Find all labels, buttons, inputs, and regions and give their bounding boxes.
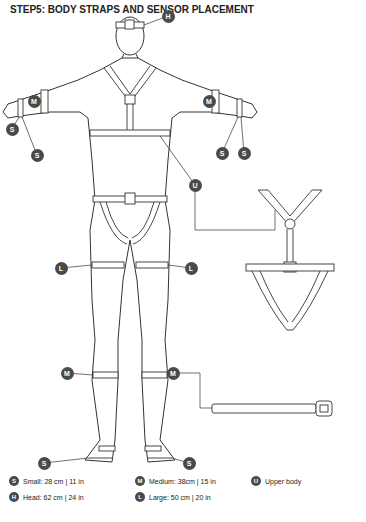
legend-text: Medium: 38cm | 15 in [149, 478, 216, 485]
callout-letter: L [189, 265, 193, 272]
legend-letter: H [12, 494, 16, 500]
legend-text: Head: 62 cm | 24 in [23, 494, 84, 501]
callout-circle: H [162, 10, 175, 23]
callout-letter: L [59, 265, 63, 272]
legend-letter: L [138, 494, 142, 500]
body-figure [3, 17, 257, 462]
callout-letter: S [10, 126, 15, 133]
callout-letter: M [170, 370, 176, 377]
legend-swatch: H [9, 492, 19, 502]
title: STEP5: BODY STRAPS AND SENSOR PLACEMENT [10, 4, 254, 15]
callout-circle: U [189, 179, 202, 192]
callout-circle: L [185, 262, 198, 275]
legend-swatch: M [135, 476, 145, 486]
callout-letter: S [242, 150, 247, 157]
legend-text: Small: 28 cm | 11 in [23, 478, 84, 485]
callout-letter: M [206, 98, 212, 105]
callout-circle: S [31, 149, 44, 162]
callout-letter: M [64, 370, 70, 377]
callout-circle: S [38, 457, 51, 470]
callout-circle: S [6, 123, 19, 136]
callout-letter: S [42, 460, 47, 467]
callout-circle: L [55, 262, 68, 275]
callout-circle: M [28, 95, 41, 108]
strap-detail [212, 401, 332, 416]
callout-circle: M [61, 367, 74, 380]
legend-swatch: U [251, 476, 261, 486]
callout-letter: S [35, 152, 40, 159]
callout-circle: S [238, 147, 251, 160]
callout-letter: S [187, 460, 192, 467]
callout-circle: S [183, 457, 196, 470]
callout-circle: M [203, 95, 216, 108]
legend-letter: S [12, 478, 16, 484]
callout-circle: S [216, 147, 229, 160]
callout-letter: S [220, 150, 225, 157]
harness-detail [246, 190, 334, 330]
callout-letter: H [165, 13, 170, 20]
legend-swatch: L [135, 492, 145, 502]
callout-letter: U [192, 182, 197, 189]
legend-letter: M [138, 478, 143, 484]
callout-circle: M [167, 367, 180, 380]
legend-text: Large: 50 cm | 20 in [149, 494, 211, 501]
leader-lines [12, 16, 275, 463]
straps [18, 20, 242, 458]
legend-text: Upper body [265, 478, 301, 485]
callout-letter: M [31, 98, 37, 105]
legend-swatch: S [9, 476, 19, 486]
legend-letter: U [254, 478, 258, 484]
